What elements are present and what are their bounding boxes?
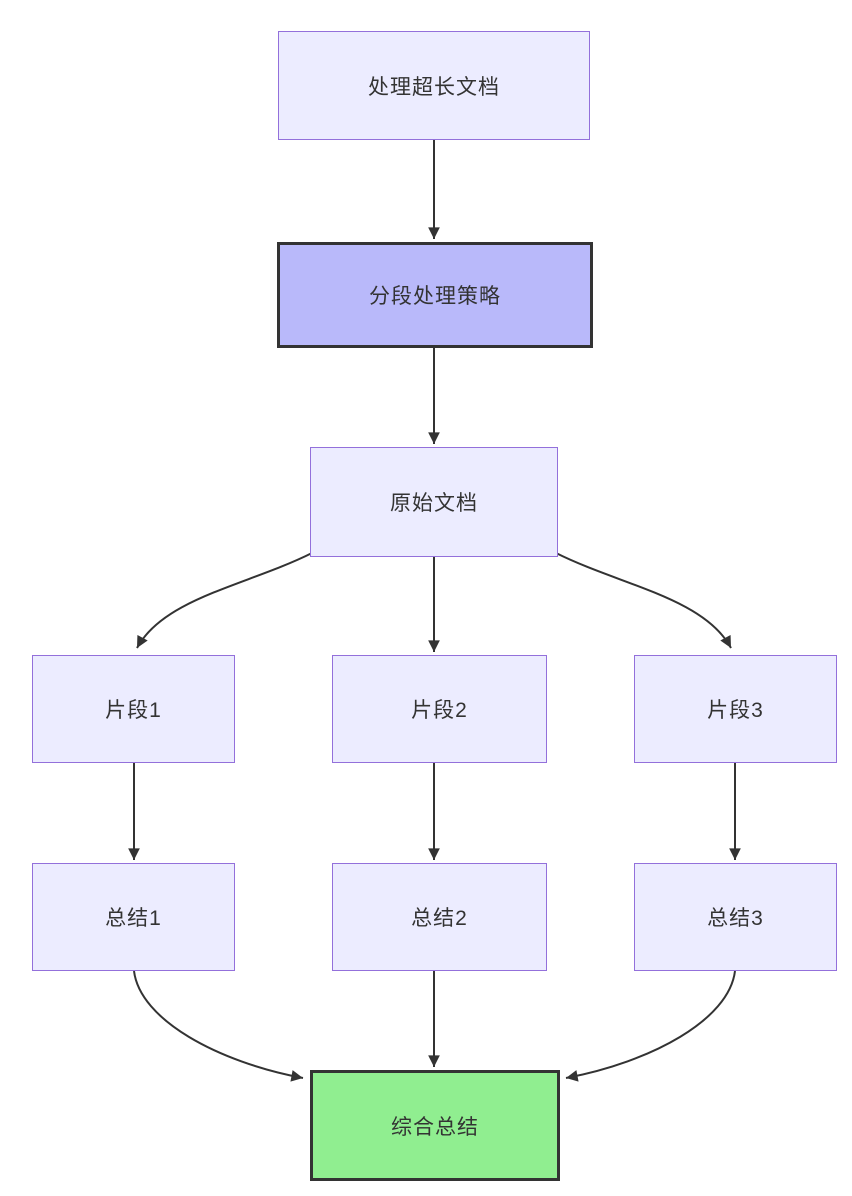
node-final-summary: 综合总结 (310, 1070, 560, 1181)
node-original-document: 原始文档 (310, 447, 558, 557)
edge-summary1-to-final (133, 970, 304, 1082)
edge-source-to-fragment3 (555, 552, 732, 649)
node-summary-1: 总结1 (32, 863, 235, 971)
node-fragment-3: 片段3 (634, 655, 837, 763)
edge-summary3-to-final (565, 970, 736, 1082)
node-segment-strategy: 分段处理策略 (277, 242, 593, 348)
node-fragment-2: 片段2 (332, 655, 547, 763)
edge-source-to-fragment1 (136, 552, 313, 649)
node-summary-3: 总结3 (634, 863, 837, 971)
node-fragment-1: 片段1 (32, 655, 235, 763)
node-summary-2: 总结2 (332, 863, 547, 971)
node-process-long-document: 处理超长文档 (278, 31, 590, 140)
